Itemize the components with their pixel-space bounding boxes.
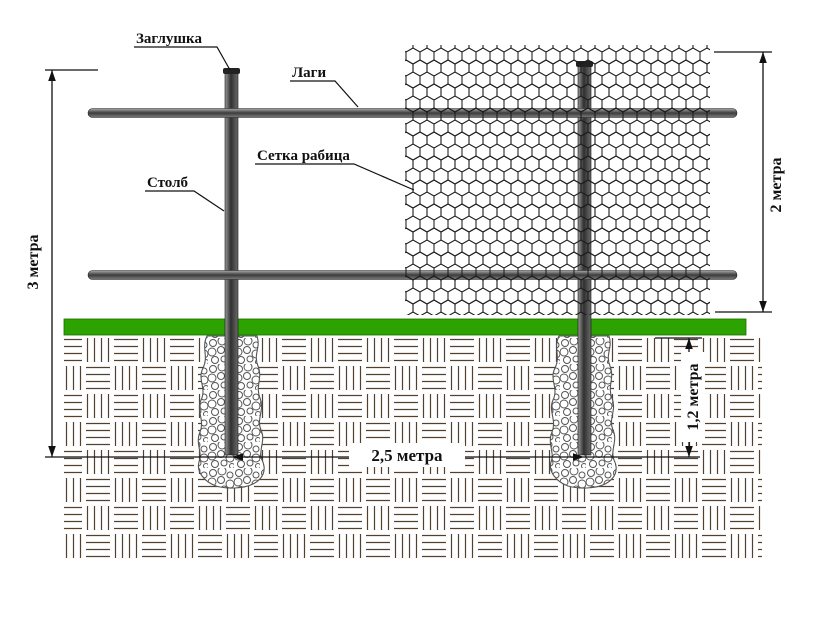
dimension-total-height: 3 метра — [25, 69, 98, 457]
callout-mesh: Сетка рабица — [255, 148, 415, 191]
leader-cap — [134, 46, 231, 71]
dim-post-spacing-bg — [349, 443, 465, 467]
post-cap-left — [223, 68, 240, 74]
label-rail-text: Лаги — [292, 65, 326, 81]
dimension-post-spacing: 2,5 метра — [45, 443, 700, 467]
post-left — [223, 68, 240, 456]
dim-mesh-height-text: 2 метра — [768, 158, 785, 213]
label-mesh-text: Сетка рабица — [257, 148, 350, 164]
dim-burial-depth-text: 1,2 метра — [685, 364, 702, 431]
dimension-burial-depth: 1,2 метра — [655, 337, 705, 457]
label-post-text: Столб — [147, 175, 188, 191]
mesh-panel — [405, 45, 710, 315]
leader-rail — [290, 80, 359, 108]
grass-strip — [63, 318, 747, 336]
dim-total-height-text: 3 метра — [25, 235, 42, 290]
callout-post: Столб — [145, 175, 225, 212]
callout-rail: Лаги — [290, 65, 359, 108]
leader-post — [145, 190, 225, 212]
leader-mesh — [255, 163, 415, 191]
dimension-mesh-height: 2 метра — [714, 51, 785, 313]
callout-cap: Заглушка — [134, 31, 231, 71]
dim-burial-depth-bg — [681, 352, 705, 442]
dim-post-spacing-text: 2,5 метра — [371, 446, 443, 465]
label-cap-text: Заглушка — [136, 31, 202, 47]
